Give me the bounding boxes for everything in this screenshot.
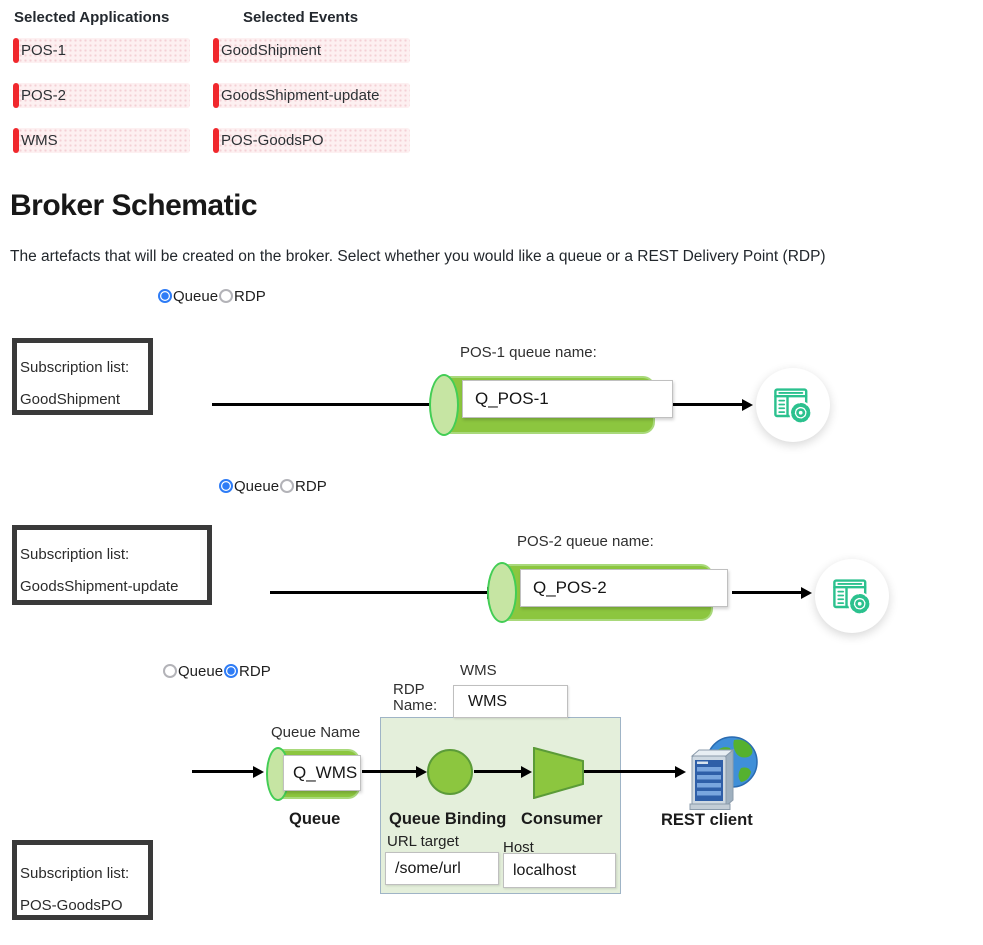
row1-rdp-radio-label[interactable]: RDP — [234, 287, 266, 305]
row3-queue-name-input[interactable] — [283, 755, 361, 791]
row3-queue-caption: Queue — [289, 810, 341, 828]
event-item[interactable]: POS-GoodsPO — [213, 128, 410, 153]
row3-queue-rdp-radio-group: Queue RDP — [163, 662, 272, 680]
selected-applications-title: Selected Applications — [14, 9, 170, 26]
row1-queue-name-label: POS-1 queue name: — [460, 344, 597, 361]
row1-queue-cylinder-cap — [429, 374, 459, 436]
row1-subscription-list-box: Subscription list: GoodShipment — [12, 338, 153, 415]
rest-client-caption: REST client — [661, 811, 753, 829]
event-accent-bar — [213, 83, 219, 108]
row1-flow-arrow — [212, 398, 445, 411]
application-accent-bar — [13, 38, 19, 63]
event-accent-bar — [213, 38, 219, 63]
row2-consumer-arrow — [732, 586, 812, 599]
row1-subscription-value: GoodShipment — [20, 391, 121, 408]
row2-rdp-radio[interactable] — [280, 479, 295, 493]
row3-consumer-to-rest-arrow — [584, 765, 686, 778]
row3-subscription-list-box: Subscription list: POS-GoodsPO — [12, 840, 153, 920]
app-window-gear-icon — [833, 579, 872, 616]
row2-consumer-app-icon — [815, 559, 889, 633]
row3-queue-binding-caption: Queue Binding — [389, 810, 507, 828]
row3-consumer-trapezoid — [533, 747, 584, 799]
row3-queue-binding-circle — [427, 749, 473, 795]
event-item-label: GoodsShipment-update — [221, 87, 380, 104]
row1-queue-radio-label[interactable]: Queue — [173, 287, 219, 305]
event-item-label: GoodShipment — [221, 42, 322, 59]
row3-host-input[interactable] — [503, 853, 616, 888]
application-item[interactable]: POS-1 — [13, 38, 190, 63]
row1-rdp-radio[interactable] — [219, 289, 234, 303]
selected-events-title: Selected Events — [243, 9, 359, 26]
row3-rdp-radio[interactable] — [224, 664, 239, 678]
application-item-label: WMS — [21, 132, 58, 149]
row3-subscription-label: Subscription list: — [20, 865, 130, 882]
row3-inbound-arrow — [192, 765, 264, 778]
row3-rdp-radio-label[interactable]: RDP — [239, 662, 271, 680]
app-window-gear-icon — [774, 388, 813, 425]
row3-app-label: WMS — [460, 662, 497, 679]
row2-queue-radio-label[interactable]: Queue — [234, 477, 280, 495]
row2-queue-radio[interactable] — [219, 479, 233, 493]
event-item-label: POS-GoodsPO — [221, 132, 324, 149]
row3-url-target-input[interactable] — [385, 852, 499, 885]
row1-queue-rdp-radio-group: Queue RDP — [158, 287, 267, 305]
row2-subscription-label: Subscription list: — [20, 546, 130, 563]
row2-flow-arrow — [270, 586, 498, 599]
application-item-label: POS-1 — [21, 42, 67, 59]
row3-rdp-name-label: RDP Name: — [393, 681, 438, 714]
application-item[interactable]: POS-2 — [13, 83, 190, 108]
row3-queue-to-binding-arrow — [362, 765, 427, 778]
row1-consumer-arrow — [673, 398, 753, 411]
row2-queue-cylinder-cap — [487, 562, 517, 623]
row3-subscription-value: POS-GoodsPO — [20, 897, 123, 914]
page-title: Broker Schematic — [10, 189, 258, 222]
row1-queue-name-input[interactable] — [462, 380, 673, 418]
row2-queue-name-label: POS-2 queue name: — [517, 533, 654, 550]
row2-subscription-list-box: Subscription list: GoodsShipment-update — [12, 525, 212, 605]
application-item[interactable]: WMS — [13, 128, 190, 153]
row3-host-label: Host — [503, 839, 534, 856]
row2-queue-rdp-radio-group: Queue RDP — [219, 477, 328, 495]
row3-rdp-name-input[interactable] — [453, 685, 568, 718]
row3-consumer-caption: Consumer — [521, 810, 603, 828]
row1-subscription-label: Subscription list: — [20, 359, 130, 376]
row3-url-target-label: URL target — [387, 833, 459, 850]
row3-queue-name-label: Queue Name — [271, 724, 361, 741]
event-item[interactable]: GoodsShipment-update — [213, 83, 410, 108]
application-accent-bar — [13, 83, 19, 108]
row3-binding-to-consumer-arrow — [474, 765, 532, 778]
row2-subscription-value: GoodsShipment-update — [20, 578, 179, 595]
row3-queue-radio-label[interactable]: Queue — [178, 662, 224, 680]
application-accent-bar — [13, 128, 19, 153]
event-accent-bar — [213, 128, 219, 153]
event-item[interactable]: GoodShipment — [213, 38, 410, 63]
row1-queue-radio[interactable] — [158, 289, 172, 303]
page-description: The artefacts that will be created on th… — [10, 248, 826, 265]
row3-queue-radio[interactable] — [163, 664, 177, 678]
row2-rdp-radio-label[interactable]: RDP — [295, 477, 327, 495]
row2-queue-name-input[interactable] — [520, 569, 728, 607]
rest-client-server-globe-icon — [689, 736, 758, 810]
application-item-label: POS-2 — [21, 87, 67, 104]
row1-consumer-app-icon — [756, 368, 830, 442]
